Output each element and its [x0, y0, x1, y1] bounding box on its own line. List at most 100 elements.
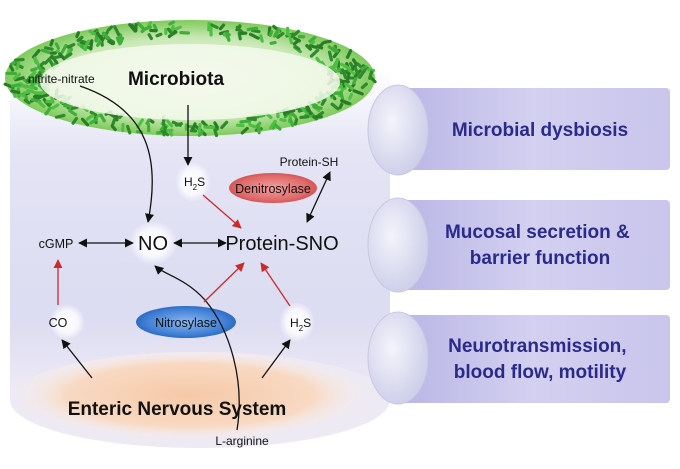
bacterium-rod	[309, 48, 320, 58]
bacterium-rod	[99, 113, 106, 123]
arrow-ens-to-co	[61, 339, 93, 379]
bacterium-rod	[49, 38, 55, 47]
h2s-right-label: H2S	[290, 316, 311, 333]
bacterium-rod	[155, 32, 163, 38]
bacterium-rod	[22, 89, 34, 95]
bacterium-rod	[107, 39, 114, 46]
bacterium-rod	[306, 105, 313, 115]
bacterium-rod	[353, 66, 360, 76]
bacterium-rod	[44, 106, 52, 116]
nitrosylase-label: Nitrosylase	[155, 316, 217, 330]
outcome-label-2: Mucosal secretion & barrier function	[445, 222, 635, 269]
bacterium-rod	[15, 61, 21, 70]
bacterium-rod	[5, 71, 17, 76]
bacterium-rod	[197, 129, 205, 137]
bacterium-rod	[330, 102, 340, 111]
bacterium-rod	[268, 30, 274, 37]
bacterium-rod	[39, 93, 50, 99]
bacterium-rod	[366, 67, 376, 73]
arrow-proteinsno-proteinsh	[306, 171, 331, 223]
bacterium-rod	[293, 44, 301, 51]
nitrite-nitrate-label: nitrite-nitrate	[28, 72, 95, 86]
bacterium-rod	[144, 25, 152, 31]
red-arrows	[53, 194, 291, 307]
arrow-nitrosylase-to-proteinsno	[203, 262, 245, 303]
bacterium-rod	[287, 33, 294, 45]
bacterium-rod	[276, 31, 285, 39]
bacterium-rod	[305, 44, 312, 51]
bacterium-rod	[246, 26, 259, 32]
bacterium-rod	[248, 32, 260, 40]
bacterium-rod	[170, 25, 182, 33]
bacterium-rod	[83, 39, 91, 50]
bacterium-rod	[166, 27, 174, 36]
bacterium-rod	[358, 68, 367, 79]
bacterium-rod	[101, 31, 110, 40]
protein-sno-label: Protein-SNO	[225, 233, 338, 255]
bacterium-rod	[63, 52, 73, 60]
microbiota-layer	[3, 20, 377, 138]
denitrosylase-label: Denitrosylase	[235, 182, 311, 196]
protein-sh-label: Protein-SH	[280, 155, 339, 169]
bacterium-rod	[213, 128, 219, 138]
bacterium-rod	[284, 108, 296, 114]
bacterium-rod	[128, 23, 137, 33]
bacterium-rod	[345, 48, 353, 59]
bacterium-rod	[312, 115, 323, 119]
bacterium-rod	[317, 41, 325, 49]
bacterium-rod	[256, 123, 261, 135]
bacterium-rod	[179, 31, 190, 35]
outcome-knob-2	[367, 197, 429, 293]
bacterium-rod	[248, 123, 257, 129]
bacterium-rod	[110, 124, 117, 132]
bacterium-rod	[89, 39, 94, 51]
microbiota-center	[40, 44, 340, 120]
bacterium-rod	[136, 21, 146, 31]
outcome-knob-1	[367, 84, 429, 176]
bacterium-rod	[115, 113, 119, 122]
bacterium-rod	[85, 113, 95, 121]
bacterium-rod	[40, 48, 50, 54]
bacterium-rod	[136, 118, 145, 129]
nitrosylase-enzyme	[136, 306, 236, 338]
bacterium-rod	[239, 119, 251, 124]
bacterium-rod	[66, 42, 76, 49]
bacterium-rod	[174, 122, 183, 127]
bacterium-rod	[37, 100, 46, 108]
bacterium-rod	[344, 82, 354, 91]
bacterium-rod	[213, 121, 219, 129]
bacterium-rod	[106, 25, 114, 32]
denitrosylase-enzyme	[229, 173, 317, 203]
arrow-h2s-top-to-proteinsno	[202, 194, 242, 229]
bacterium-rod	[145, 118, 151, 125]
bacterium-rod	[334, 57, 339, 69]
outcome-label-1: Microbial dysbiosis	[452, 120, 628, 141]
ens-label: Enteric Nervous System	[68, 399, 287, 420]
bacterium-rod	[350, 63, 358, 72]
bacterium-rod	[259, 34, 264, 43]
bacterium-rod	[340, 99, 350, 105]
bacterium-rod	[147, 33, 153, 41]
bacterium-rod	[34, 77, 40, 85]
microbiota-label: Microbiota	[128, 69, 224, 90]
bacterium-rod	[329, 65, 339, 73]
outcome-knob-3	[367, 311, 429, 405]
bacterium-rod	[10, 89, 21, 95]
bacterium-rod	[240, 126, 249, 135]
bacterium-rod	[76, 35, 84, 42]
bacterium-rod	[14, 57, 25, 62]
bacterium-rod	[37, 65, 45, 74]
bacterium-rod	[340, 68, 348, 80]
bacterium-rod	[51, 103, 60, 110]
bacterium-rod	[89, 110, 98, 117]
bacterium-rod	[297, 34, 306, 39]
bacterium-rod	[272, 28, 280, 38]
bacterium-rod	[30, 76, 36, 86]
bacterium-rod	[360, 65, 368, 71]
bacterium-rod	[68, 109, 78, 117]
bacterium-rod	[31, 49, 41, 59]
arrow-larginine-to-no	[154, 265, 240, 431]
bacterium-rod	[299, 115, 310, 120]
bacterium-rod	[88, 29, 97, 36]
